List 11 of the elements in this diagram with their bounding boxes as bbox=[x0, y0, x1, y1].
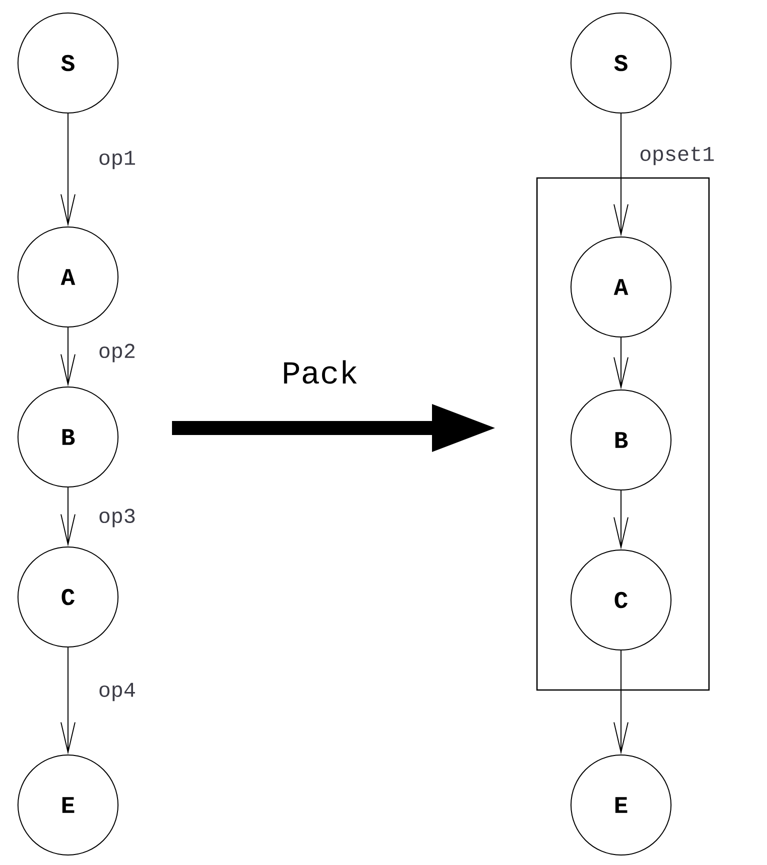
arrow bbox=[60, 647, 76, 754]
arrow-label: Pack bbox=[284, 360, 357, 384]
edge-label: op3 bbox=[97, 508, 137, 528]
edge-label: op1 bbox=[97, 150, 137, 170]
group-box bbox=[536, 177, 710, 691]
edge-label: op2 bbox=[97, 342, 137, 364]
edge-label: op4 bbox=[97, 682, 137, 702]
edge-label: opset1 bbox=[638, 146, 716, 166]
arrow bbox=[614, 113, 628, 236]
arrow bbox=[60, 113, 76, 226]
arrow bbox=[614, 650, 628, 754]
